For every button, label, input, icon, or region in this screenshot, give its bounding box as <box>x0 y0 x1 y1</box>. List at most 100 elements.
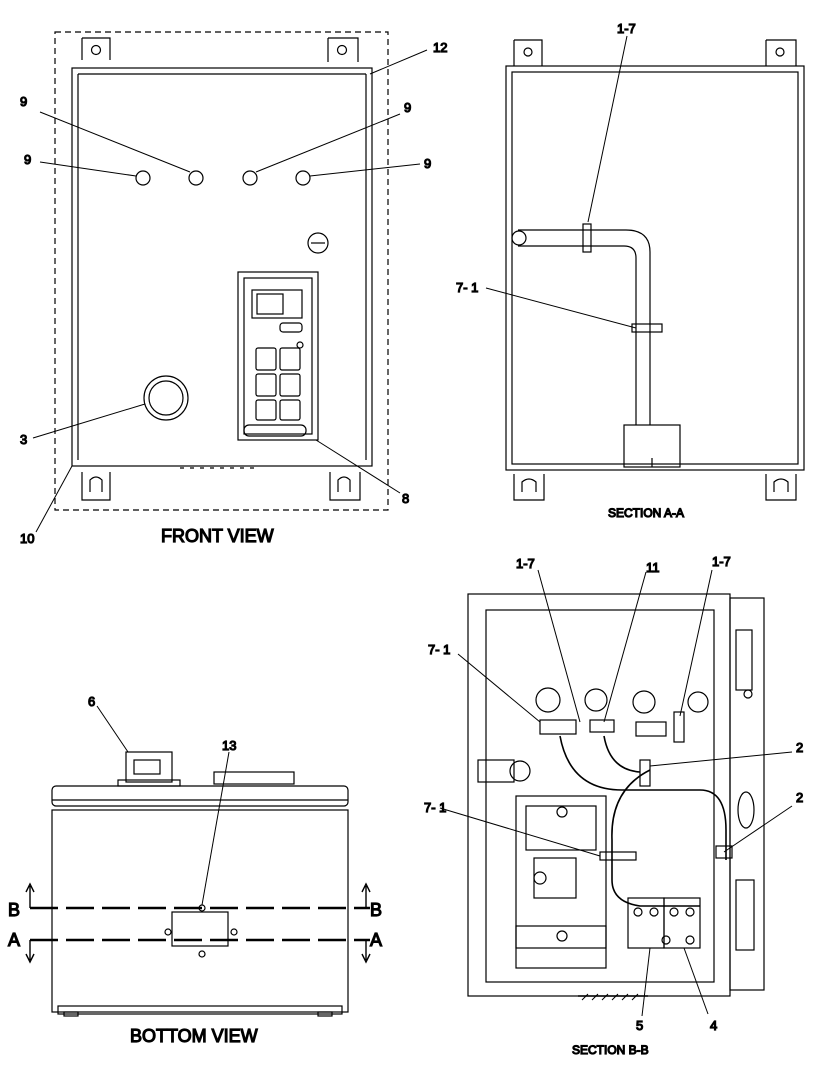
connector-window <box>133 759 161 775</box>
keypad-key <box>279 373 301 397</box>
wire-harness-outer <box>518 229 651 425</box>
front-ear-hole-left <box>90 44 102 56</box>
harness-route <box>559 735 727 860</box>
front-plate-outline <box>54 31 389 511</box>
section-b-caption: SECTION B-B <box>572 1043 649 1057</box>
section-a-foot-left <box>513 474 545 501</box>
ground-hatch <box>581 993 639 1001</box>
terminal-screw <box>685 907 695 917</box>
keypad-key <box>255 373 277 397</box>
callout-6: 6 <box>88 694 95 709</box>
section-a-leader <box>485 287 637 329</box>
front-view: 12 9 9 9 9 3 8 10 FRONT VIEW <box>19 31 448 547</box>
key-lock <box>307 232 329 254</box>
front-bottom-foot-left <box>81 472 111 501</box>
callout-2: 2 <box>796 740 803 755</box>
section-a-leader <box>587 35 628 223</box>
connector-bracket <box>589 719 615 733</box>
side-fitting-nut <box>509 760 531 782</box>
connector-bracket <box>539 719 577 735</box>
callout-2: 2 <box>796 790 803 805</box>
section-mark-b-right: B <box>370 900 382 920</box>
top-connector <box>632 690 656 714</box>
section-a-foot-right <box>765 474 797 501</box>
keypad-led <box>296 341 304 349</box>
callout-5: 5 <box>636 1018 643 1033</box>
bottom-screw <box>230 928 238 936</box>
side-fitting <box>477 759 515 783</box>
control-module <box>515 795 607 969</box>
connector-bracket <box>635 721 667 737</box>
module-terminal <box>533 871 547 885</box>
harness-route <box>603 735 641 773</box>
callout-1-7: 1-7 <box>617 21 636 36</box>
section-arrow-b-right <box>361 882 371 908</box>
section-mark-a-left: A <box>8 930 20 950</box>
section-a-top-ear-left <box>513 39 543 66</box>
section-a-enclosure <box>505 65 805 471</box>
section-a-top-ear-right <box>765 39 797 66</box>
indicator-lamp <box>135 170 151 186</box>
module-screw <box>556 930 568 942</box>
keypad-panel <box>237 271 319 441</box>
top-connector <box>535 687 561 713</box>
section-b-leaders <box>439 569 793 1017</box>
round-switch-inner <box>148 380 184 416</box>
keypad-panel-inner <box>243 277 313 435</box>
bottom-access-plate <box>171 911 229 947</box>
keypad-display-window <box>256 293 284 315</box>
callout-8: 8 <box>402 491 409 506</box>
door-stud <box>743 689 753 699</box>
section-a-ear-hole-right <box>775 47 785 57</box>
terminal-screw <box>649 907 659 917</box>
callout-9: 9 <box>20 94 27 109</box>
bottom-foot <box>63 1011 79 1017</box>
harness-clip <box>631 323 663 333</box>
module-relay <box>533 857 577 899</box>
section-a-view: 1-7 7- 1 SECTION A-A <box>455 20 805 521</box>
section-mark-a-right: A <box>370 930 382 950</box>
section-arrow-b-left <box>25 882 35 908</box>
section-a-caption: SECTION A-A <box>608 506 684 520</box>
bottom-base <box>57 1005 343 1015</box>
keypad-key <box>255 399 277 421</box>
control-module-cover <box>525 805 597 851</box>
callout-11: 11 <box>646 560 660 575</box>
callout-9: 9 <box>404 100 411 115</box>
front-enclosure <box>71 67 373 467</box>
terminal-screw <box>661 935 671 945</box>
connector-body <box>125 751 173 783</box>
callout-13: 13 <box>222 738 236 753</box>
door-hinge <box>735 629 753 691</box>
bottom-screw <box>164 928 172 936</box>
door-hinge <box>735 879 755 951</box>
module-screw <box>556 806 568 818</box>
callout-3: 3 <box>20 432 27 447</box>
keypad-indicator <box>279 322 303 333</box>
callout-1-7: 1-7 <box>516 556 535 571</box>
bottom-view: 6 13 B B A A BOTTOM VIEW <box>7 693 382 1046</box>
keypad-key <box>279 347 301 371</box>
indicator-lamp <box>242 170 258 186</box>
front-foot-slot-right <box>337 476 351 492</box>
section-mark-b-left: B <box>8 900 20 920</box>
callout-9: 9 <box>24 152 31 167</box>
front-leaders <box>32 49 428 533</box>
section-a-enclosure-inner <box>511 71 799 465</box>
callout-12: 12 <box>433 40 447 55</box>
harness-clip <box>639 759 651 787</box>
keypad-key <box>255 347 277 371</box>
harness-clip <box>582 223 592 253</box>
keypad-key <box>279 399 301 421</box>
door-latch <box>737 791 755 829</box>
indicator-lamp <box>188 170 204 186</box>
top-connector <box>584 688 608 712</box>
section-a-foot-slot-right <box>773 478 789 492</box>
section-arrow-a-right <box>361 940 371 964</box>
bottom-body <box>51 809 349 1013</box>
bottom-leader <box>201 751 230 906</box>
front-view-caption: FRONT VIEW <box>161 526 274 546</box>
section-b-enclosure-inner <box>485 609 715 983</box>
